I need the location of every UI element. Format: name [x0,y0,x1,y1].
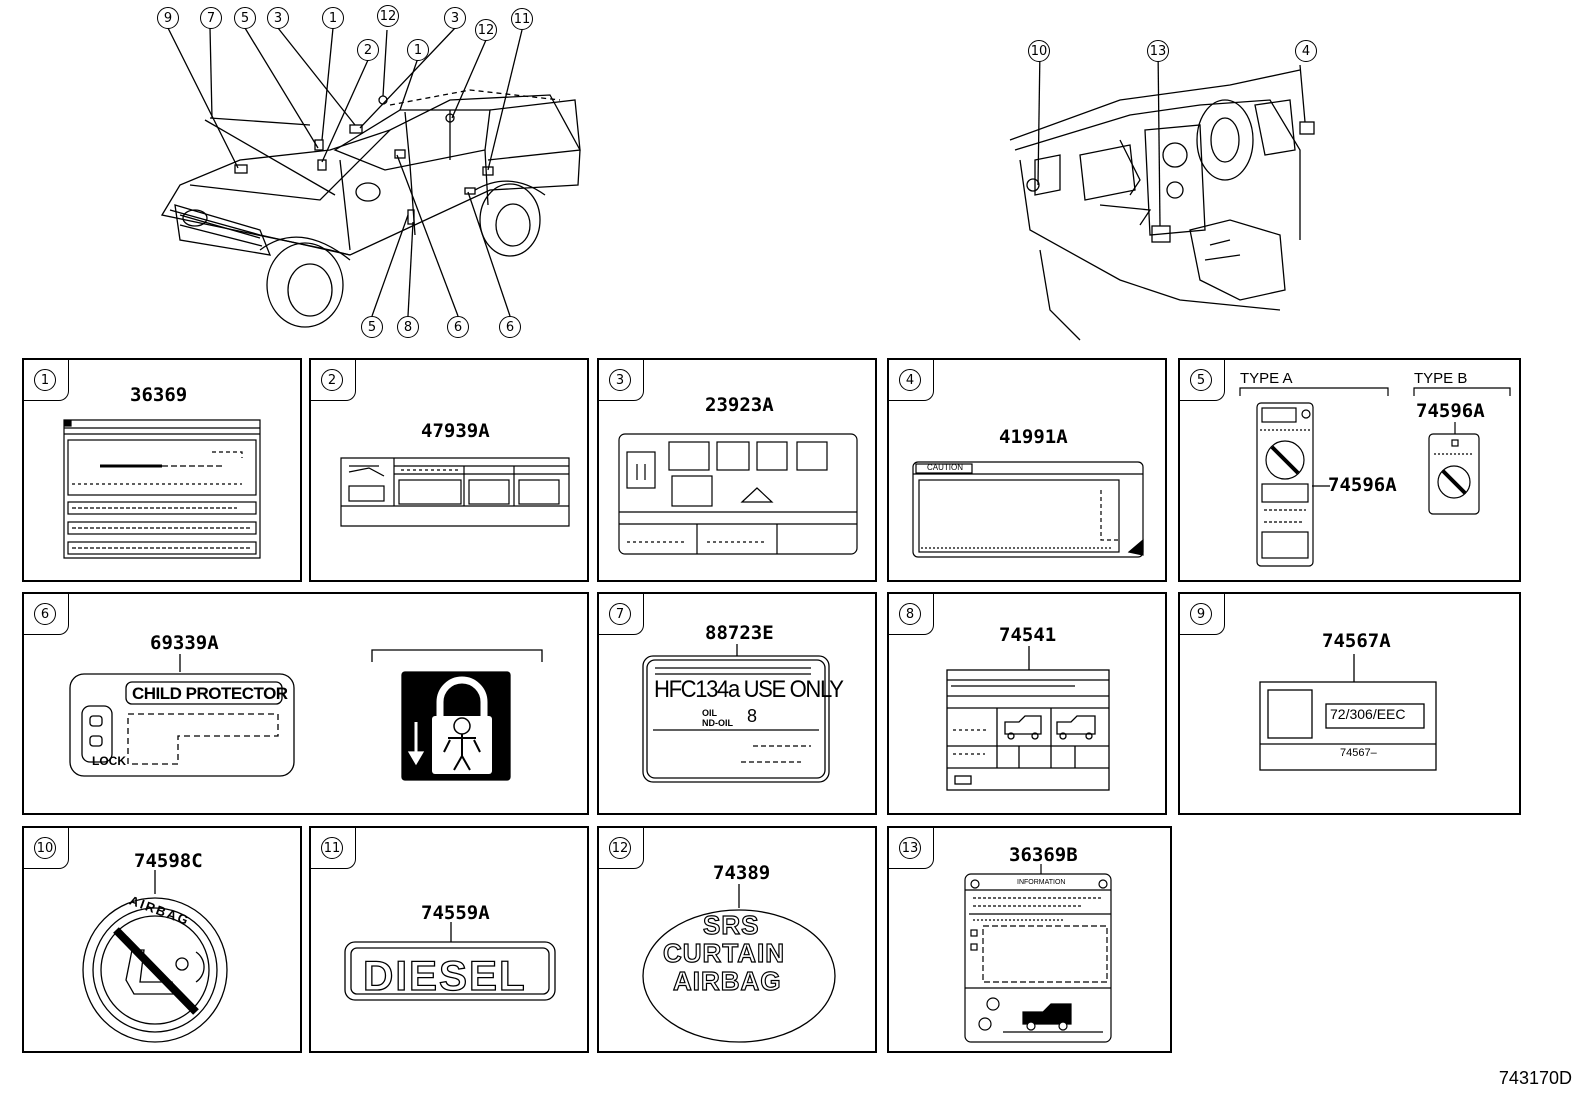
panel-number: 2 [321,369,343,391]
airbag-text: AIRBAG [672,965,782,996]
callout-8: 8 [397,316,419,338]
callout-5: 5 [234,7,256,29]
information-text: INFORMATION [1017,879,1066,886]
srs-warning-sticker-type-b [1428,422,1480,515]
panel-number: 3 [609,369,631,391]
label-panel-6: 6 69339A CHILD PROTECTOR LOCK [22,592,589,815]
child-protector-text: CHILD PROTECTOR [132,684,288,703]
label-panel-13: 13 36369B INFORMATION [887,826,1172,1053]
part-number: 23923A [705,394,774,416]
panel-number: 12 [609,837,631,859]
label-panel-9: 9 74567A 72/306/EEC 74567– [1178,592,1521,815]
callout-13: 13 [1147,40,1169,62]
curtain-text: CURTAIN [662,937,786,968]
label-23923A-graphic [618,433,858,555]
panel-number: 8 [899,603,921,625]
information-label [964,864,1112,1043]
label-panel-12: 12 74389 SRS CURTAIN AIRBAG [597,826,877,1053]
label-panel-10: 10 74598C AIRBAG [22,826,302,1053]
label-47939A-graphic [340,457,570,527]
callout-7: 7 [200,7,222,29]
type-a-label: TYPE A [1240,370,1293,387]
oil-text: OIL [702,708,717,718]
airbag-warning-circle [82,870,228,1043]
callout-3: 3 [267,7,289,29]
panel-number: 5 [1190,369,1212,391]
label-panel-5: 5 TYPE A TYPE B 74596A 74596A [1178,358,1521,582]
callout-5b: 5 [361,316,383,338]
callout-12: 12 [377,5,399,27]
callout-4: 4 [1295,40,1317,62]
part-number: 41991A [999,426,1068,448]
part-number: 69339A [150,632,219,654]
srs-warning-sticker-type-a [1256,402,1314,567]
diesel-text: DIESEL [362,951,527,999]
label-41991A-graphic [912,461,1144,558]
label-panel-4: 4 41991A CAUTION [887,358,1167,582]
panel-number: 4 [899,369,921,391]
part-number: 88723E [705,622,774,644]
leader-type-a [1312,485,1330,487]
panel-number: 9 [1190,603,1212,625]
eec-label-frame [1259,654,1437,771]
hfc-label-frame [642,644,830,783]
part-number-type-a: 74596A [1328,474,1397,496]
child-protector-label [69,654,295,777]
callout-1b: 1 [407,39,429,61]
callout-1: 1 [322,7,344,29]
part-number: 74598C [134,850,203,872]
callout-10: 10 [1028,40,1050,62]
callout-9: 9 [157,7,179,29]
label-panel-7: 7 88723E HFC134a USE ONLY OIL ND-OIL 8 [597,592,877,815]
tire-loading-label [946,646,1110,791]
callout-6b: 6 [499,316,521,338]
part-number: 47939A [421,420,490,442]
callout-2: 2 [357,39,379,61]
part-number: 36369 [130,384,188,406]
srs-text: SRS [702,909,760,940]
caution-text: CAUTION [927,463,963,472]
callout-3b: 3 [444,7,466,29]
oil-type-text: ND-OIL [702,718,733,728]
callout-12b: 12 [475,19,497,41]
part-number: 74389 [713,862,771,884]
eec-code-text: 72/306/EEC [1330,706,1406,722]
part-number: 36369B [1009,844,1078,866]
label-panel-3: 3 23923A [597,358,877,582]
type-b-label: TYPE B [1414,370,1468,387]
part-number: 74567A [1322,630,1391,652]
label-36369-graphic [63,419,261,559]
part-number-type-b: 74596A [1416,400,1485,422]
callout-6: 6 [447,316,469,338]
panel-number: 13 [899,837,921,859]
label-panel-8: 8 74541 [887,592,1167,815]
label-panel-2: 2 47939A [309,358,589,582]
panel-number: 10 [34,837,56,859]
callout-11: 11 [511,8,533,30]
child-lock-symbol [371,649,543,781]
panel-number: 11 [321,837,343,859]
srs-curtain-airbag-oval [642,884,836,1043]
truck-exterior-illustration [160,27,581,328]
diesel-badge-frame [344,922,556,1001]
panel-number: 1 [34,369,56,391]
oil-number-text: 8 [747,706,758,726]
lock-text: LOCK [92,754,126,768]
dashboard-interior-illustration [1009,47,1315,341]
sub-part-text: 74567– [1340,747,1377,759]
figure-code: 743170D [1498,1068,1572,1088]
part-number: 74541 [999,624,1057,646]
panel-number: 6 [34,603,56,625]
hfc-use-only-text: HFC134a USE ONLY [654,676,844,703]
part-number: 74559A [421,902,490,924]
label-panel-11: 11 74559A DIESEL [309,826,589,1053]
type-bracket-lines [1239,387,1511,396]
panel-number: 7 [609,603,631,625]
label-panel-1: 1 36369 [22,358,302,582]
